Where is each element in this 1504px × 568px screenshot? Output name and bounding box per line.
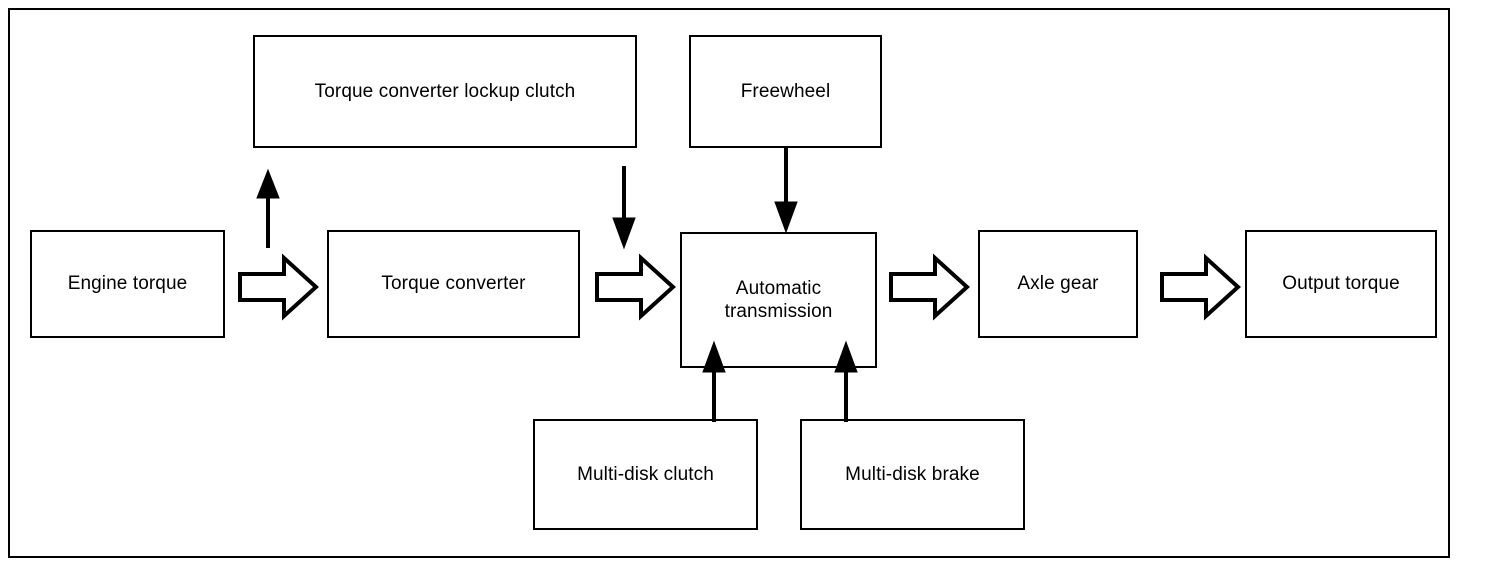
- line-arrow-freewheel-to-automatic-transmission: [773, 148, 799, 234]
- block-arrow-right-icon: [1160, 253, 1241, 321]
- arrow-down-icon: [774, 148, 798, 234]
- node-torque-converter-lockup-clutch[interactable]: Torque converter lockup clutch: [253, 35, 637, 148]
- block-arrow-right-icon: [595, 253, 676, 321]
- block-arrow-right-icon: [889, 253, 970, 321]
- node-output-torque[interactable]: Output torque: [1245, 230, 1437, 338]
- node-label-multi-disk-brake: Multi-disk brake: [845, 463, 980, 485]
- node-label-torque-converter: Torque converter: [381, 273, 526, 295]
- block-arrow-engine-torque-to-torque-converter: [238, 253, 319, 321]
- node-torque-converter[interactable]: Torque converter: [327, 230, 580, 338]
- arrow-up-icon: [702, 340, 726, 422]
- node-label-automatic-transmission: Automatic transmission: [724, 277, 833, 322]
- block-arrow-right-icon: [238, 253, 319, 321]
- node-engine-torque[interactable]: Engine torque: [30, 230, 225, 338]
- line-arrow-multi-disk-clutch-to-automatic-transmission: [701, 340, 727, 422]
- line-arrow-multi-disk-brake-to-automatic-transmission: [833, 340, 859, 422]
- node-label-axle-gear: Axle gear: [1017, 273, 1099, 295]
- line-arrow-engine-torque-to-lockup-clutch: [255, 168, 281, 248]
- node-multi-disk-brake[interactable]: Multi-disk brake: [800, 419, 1025, 530]
- node-label-torque-converter-lockup-clutch: Torque converter lockup clutch: [314, 80, 576, 102]
- arrow-up-icon: [834, 340, 858, 422]
- diagram-outer-frame: [8, 8, 1450, 558]
- node-freewheel[interactable]: Freewheel: [689, 35, 882, 148]
- node-axle-gear[interactable]: Axle gear: [978, 230, 1138, 338]
- block-arrow-axle-gear-to-output-torque: [1160, 253, 1241, 321]
- node-label-freewheel: Freewheel: [740, 80, 831, 102]
- node-label-engine-torque: Engine torque: [67, 273, 188, 295]
- block-arrow-automatic-transmission-to-axle-gear: [889, 253, 970, 321]
- line-arrow-lockup-clutch-to-torque-converter-link: [611, 166, 637, 250]
- arrow-up-icon: [256, 168, 280, 248]
- block-arrow-torque-converter-to-automatic-transmission: [595, 253, 676, 321]
- node-label-multi-disk-clutch: Multi-disk clutch: [577, 463, 714, 485]
- arrow-down-icon: [612, 166, 636, 250]
- node-label-output-torque: Output torque: [1282, 273, 1400, 295]
- node-multi-disk-clutch[interactable]: Multi-disk clutch: [533, 419, 758, 530]
